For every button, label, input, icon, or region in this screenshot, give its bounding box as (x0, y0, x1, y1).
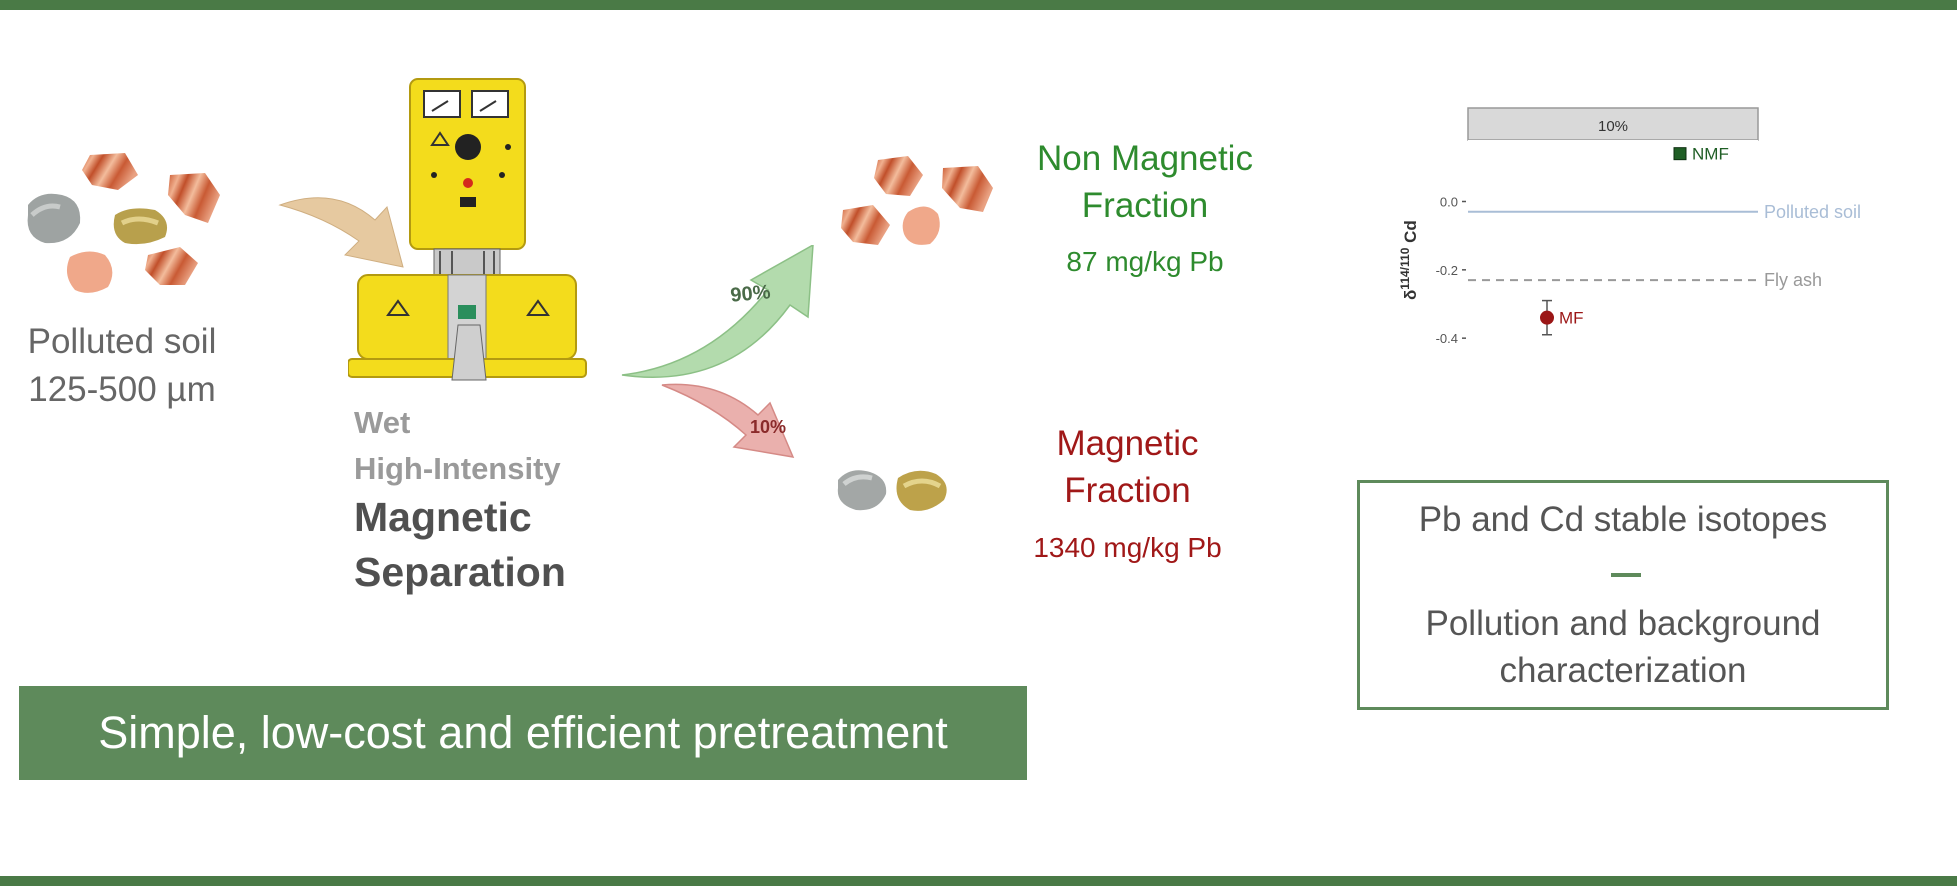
chart-panel-label: 10% (1598, 118, 1628, 135)
data-label-mf: MF (1559, 309, 1584, 328)
nmf-title: Non Magnetic Fraction (1000, 135, 1290, 229)
mf-rocks (837, 470, 947, 511)
isotope-box (1357, 480, 1889, 710)
top-border (0, 0, 1957, 10)
cd-isotope-chart: 10% δ114/110 Cd 0.0 -0.2 -0.4 Polluted soil… (1398, 107, 1860, 346)
data-point-nmf (1673, 147, 1687, 161)
isotope-desc-line1: Pollution and background (1425, 604, 1821, 643)
nmf-arrow (621, 245, 814, 378)
nmf-title-line1: Non Magnetic (1037, 139, 1253, 178)
input-arrow (278, 197, 404, 268)
mf-title-line1: Magnetic (1056, 424, 1199, 463)
y-tick-label: 0.0 (1440, 195, 1458, 210)
mf-concentration: 1340 mg/kg Pb (1033, 532, 1222, 563)
reference-line-label: Polluted soil (1764, 202, 1860, 222)
y-tick-label: -0.2 (1436, 263, 1458, 278)
nmf-title-line2: Fraction (1081, 186, 1209, 225)
process-line-separation: Separation (354, 549, 566, 595)
soil-label-line1: Polluted soil (27, 322, 217, 361)
mf-title: Magnetic Fraction (1000, 420, 1255, 514)
chart-panel-strip (1467, 107, 1759, 141)
polluted-soil-label: Polluted soil 125-500 µm (22, 318, 222, 414)
mf-arrow (661, 383, 795, 458)
process-line-magnetic: Magnetic (354, 494, 532, 540)
nmf-percent-label: 90% (730, 281, 772, 306)
bottom-border (0, 876, 1957, 886)
mf-title-line2: Fraction (1064, 471, 1191, 510)
process-line-wet: Wet (354, 405, 411, 440)
mf-percent-label: 10% (750, 417, 786, 437)
isotope-box-divider (1611, 573, 1641, 577)
nmf-concentration: 87 mg/kg Pb (1066, 246, 1224, 277)
soil-label-size: 125-500 µm (28, 370, 216, 409)
isotope-box-description: Pollution and background characterizatio… (1370, 600, 1876, 694)
chart-plot-area (1468, 140, 1758, 345)
reference-line-label: Fly ash (1764, 270, 1822, 290)
polluted-soil-rocks (27, 153, 220, 293)
split-arrows: 90% 10% (621, 245, 814, 458)
isotope-desc-line2: characterization (1499, 651, 1747, 690)
chart-y-axis-label: δ114/110 Cd (1398, 220, 1420, 300)
magnetic-separator-machine (348, 78, 587, 381)
process-line-high-intensity: High-Intensity (354, 451, 561, 486)
nmf-rocks (841, 156, 993, 245)
data-label-nmf: NMF (1692, 145, 1729, 164)
process-label-small: Wet High-Intensity (354, 400, 561, 492)
y-tick-label: -0.4 (1436, 331, 1458, 346)
data-point-mf (1540, 310, 1554, 325)
summary-banner-text: Simple, low-cost and efficient pretreatm… (98, 707, 948, 758)
summary-banner: Simple, low-cost and efficient pretreatm… (19, 686, 1027, 780)
isotope-box-title: Pb and Cd stable isotopes (1418, 500, 1828, 539)
process-label-large: Magnetic Separation (354, 490, 566, 600)
